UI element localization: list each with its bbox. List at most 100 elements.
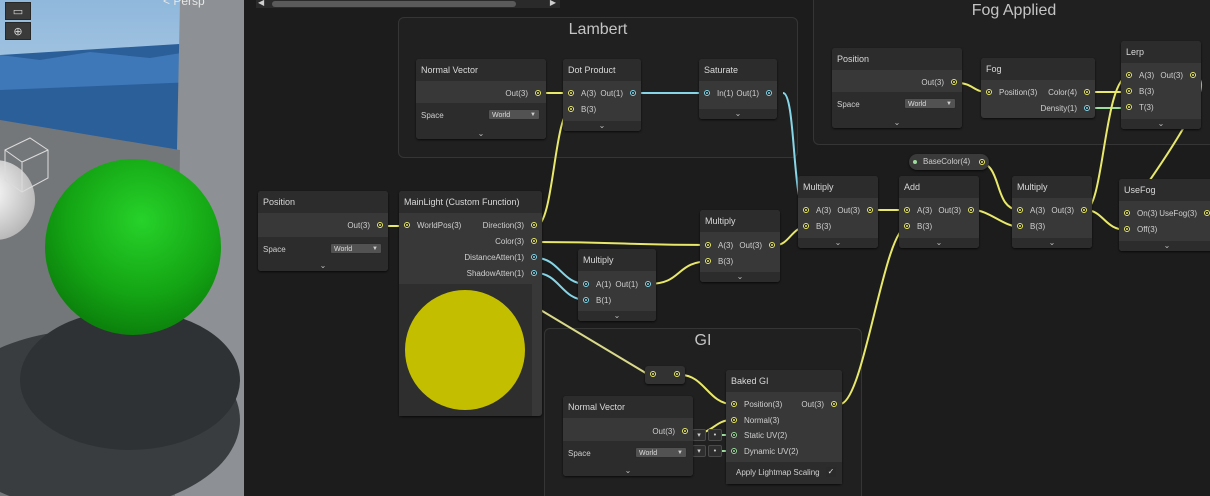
scene-view[interactable]: < Persp ▭ ⊕ (0, 0, 244, 496)
node-multiply-a[interactable]: Multiply A(1) B(1) Out(1) ⌄ (578, 249, 656, 321)
node-multiply-c[interactable]: Multiply A(3) B(3) Out(3) ⌄ (798, 176, 878, 248)
dynamic-uv-port-icon[interactable]: • (708, 445, 722, 457)
port-out[interactable]: Out(3) (652, 424, 693, 440)
node-title[interactable]: Saturate (699, 59, 777, 81)
port-out-color[interactable]: Color(3) (495, 234, 542, 250)
port-dot-icon[interactable] (645, 281, 651, 287)
port-dot-icon[interactable] (704, 90, 710, 96)
static-uv-port-icon[interactable]: • (708, 429, 722, 441)
node-position[interactable]: Position Out(3) Space World▼ ⌄ (258, 191, 388, 271)
node-normal-vector[interactable]: Normal Vector Out(3) Space World▼ ⌄ (416, 59, 546, 139)
port-dot-icon[interactable] (769, 242, 775, 248)
collapse-chevron-icon[interactable]: ⌄ (1012, 238, 1092, 248)
dynamic-uv-dropdown[interactable]: ▾ (692, 445, 706, 457)
port-in-worldpos[interactable]: WorldPos(3) (399, 218, 461, 234)
port-in-static-uv[interactable]: Static UV(2) (726, 428, 787, 444)
node-title[interactable]: Normal Vector (563, 396, 693, 418)
port-dot-icon[interactable] (1190, 72, 1196, 78)
port-dot-icon[interactable] (1081, 207, 1087, 213)
node-multiply-b[interactable]: Multiply A(3) B(3) Out(3) ⌄ (700, 210, 780, 282)
collapse-chevron-icon[interactable]: ⌄ (832, 118, 962, 128)
port-dot-icon[interactable] (731, 448, 737, 454)
port-dot-icon[interactable] (583, 297, 589, 303)
collapse-chevron-icon[interactable]: ⌄ (899, 238, 979, 248)
port-in-b[interactable]: B(3) (899, 219, 932, 235)
collapse-chevron-icon[interactable]: ⌄ (1121, 119, 1201, 129)
port-in-a[interactable]: A(3) (700, 238, 733, 254)
port-dot-icon[interactable] (1084, 105, 1090, 111)
port-dot-icon[interactable] (1017, 207, 1023, 213)
port-dot-icon[interactable] (1126, 88, 1132, 94)
node-title[interactable]: Multiply (700, 210, 780, 232)
collapse-chevron-icon[interactable]: ⌄ (798, 238, 878, 248)
horizontal-scrollbar[interactable]: ◀ ▶ (256, 0, 560, 8)
port-out[interactable]: Out(3) (1160, 68, 1201, 84)
space-dropdown[interactable]: World▼ (488, 109, 540, 120)
node-title[interactable]: UseFog (1119, 179, 1210, 201)
node-title[interactable]: Multiply (798, 176, 878, 198)
node-title[interactable]: Multiply (1012, 176, 1092, 198)
port-dot-icon[interactable] (531, 238, 537, 244)
port-out[interactable]: Out(1) (600, 86, 641, 102)
collapse-chevron-icon[interactable]: ⌄ (258, 261, 388, 271)
node-use-fog[interactable]: UseFog On(3) Off(3) UseFog(3) ⌄ (1119, 179, 1210, 251)
port-out[interactable]: Out(3) (505, 86, 546, 102)
node-title[interactable]: Position (832, 48, 962, 70)
node-main-light[interactable]: MainLight (Custom Function) WorldPos(3) … (399, 191, 542, 416)
lightmap-scaling-checkbox[interactable]: ✓ (826, 467, 836, 477)
port-in-position[interactable]: Position(3) (981, 85, 1037, 101)
port-dot-icon[interactable] (377, 222, 383, 228)
node-title[interactable]: MainLight (Custom Function) (399, 191, 542, 213)
node-normal-vector-gi[interactable]: Normal Vector Out(3) Space World▼ ⌄ (563, 396, 693, 476)
port-dot-icon[interactable] (531, 254, 537, 260)
port-out[interactable]: Out(3) (921, 75, 962, 91)
node-title[interactable]: Baked GI (726, 370, 842, 392)
node-title[interactable]: Add (899, 176, 979, 198)
node-title[interactable]: Dot Product (563, 59, 641, 81)
port-dot-icon[interactable] (803, 207, 809, 213)
port-out[interactable]: Out(3) (837, 203, 878, 219)
port-in-b[interactable]: B(3) (700, 254, 733, 270)
collapse-chevron-icon[interactable]: ⌄ (563, 466, 693, 476)
port-dot-icon[interactable] (1124, 226, 1130, 232)
node-multiply-d[interactable]: Multiply A(3) B(3) Out(3) ⌄ (1012, 176, 1092, 248)
node-title[interactable]: Normal Vector (416, 59, 546, 81)
port-dot-icon[interactable] (583, 281, 589, 287)
property-base-color[interactable]: BaseColor(4) (909, 154, 989, 170)
port-in-a[interactable]: A(3) (1012, 203, 1045, 219)
collapse-chevron-icon[interactable]: ⌄ (699, 109, 777, 119)
port-dot-icon[interactable] (568, 90, 574, 96)
port-dot-icon[interactable] (831, 401, 837, 407)
port-out-density[interactable]: Density(1) (1041, 101, 1095, 117)
port-out[interactable]: Out(3) (1051, 203, 1092, 219)
port-dot-icon[interactable] (1017, 223, 1023, 229)
port-dot-icon[interactable] (803, 223, 809, 229)
port-in-b[interactable]: B(3) (798, 219, 831, 235)
port-dot-icon[interactable] (1124, 210, 1130, 216)
port-dot-icon[interactable] (682, 428, 688, 434)
port-in-a[interactable]: A(3) (563, 86, 596, 102)
port-in-position[interactable]: Position(3) (726, 397, 782, 413)
port-in-dynamic-uv[interactable]: Dynamic UV(2) (726, 444, 798, 460)
port-dot-icon[interactable] (674, 371, 680, 377)
collapse-chevron-icon[interactable]: ⌄ (416, 129, 546, 139)
port-in-b[interactable]: B(3) (563, 102, 596, 118)
port-out[interactable]: Out(3) (801, 397, 842, 413)
port-dot-icon[interactable] (568, 106, 574, 112)
port-dot-icon[interactable] (904, 223, 910, 229)
port-dot-icon[interactable] (630, 90, 636, 96)
port-dot-icon[interactable] (731, 417, 737, 423)
port-in-a[interactable]: A(3) (899, 203, 932, 219)
group-gi-title[interactable]: GI (694, 332, 712, 349)
port-out-shadow[interactable]: ShadowAtten(1) (467, 266, 542, 282)
group-lambert-title[interactable]: Lambert (568, 21, 628, 38)
port-dot-icon[interactable] (1204, 210, 1210, 216)
collapse-chevron-icon[interactable]: ⌄ (1119, 241, 1210, 251)
transform-tool-icon[interactable]: ⊕ (5, 22, 31, 40)
port-in-t[interactable]: T(3) (1121, 100, 1154, 116)
node-title[interactable]: Position (258, 191, 388, 213)
port-dot-icon[interactable] (531, 222, 537, 228)
shader-graph-canvas[interactable]: ◀ ▶ Lambert Fog Applied GI (244, 0, 1210, 496)
rect-tool-icon[interactable]: ▭ (5, 2, 31, 20)
port-in[interactable]: In(1) (699, 86, 733, 102)
